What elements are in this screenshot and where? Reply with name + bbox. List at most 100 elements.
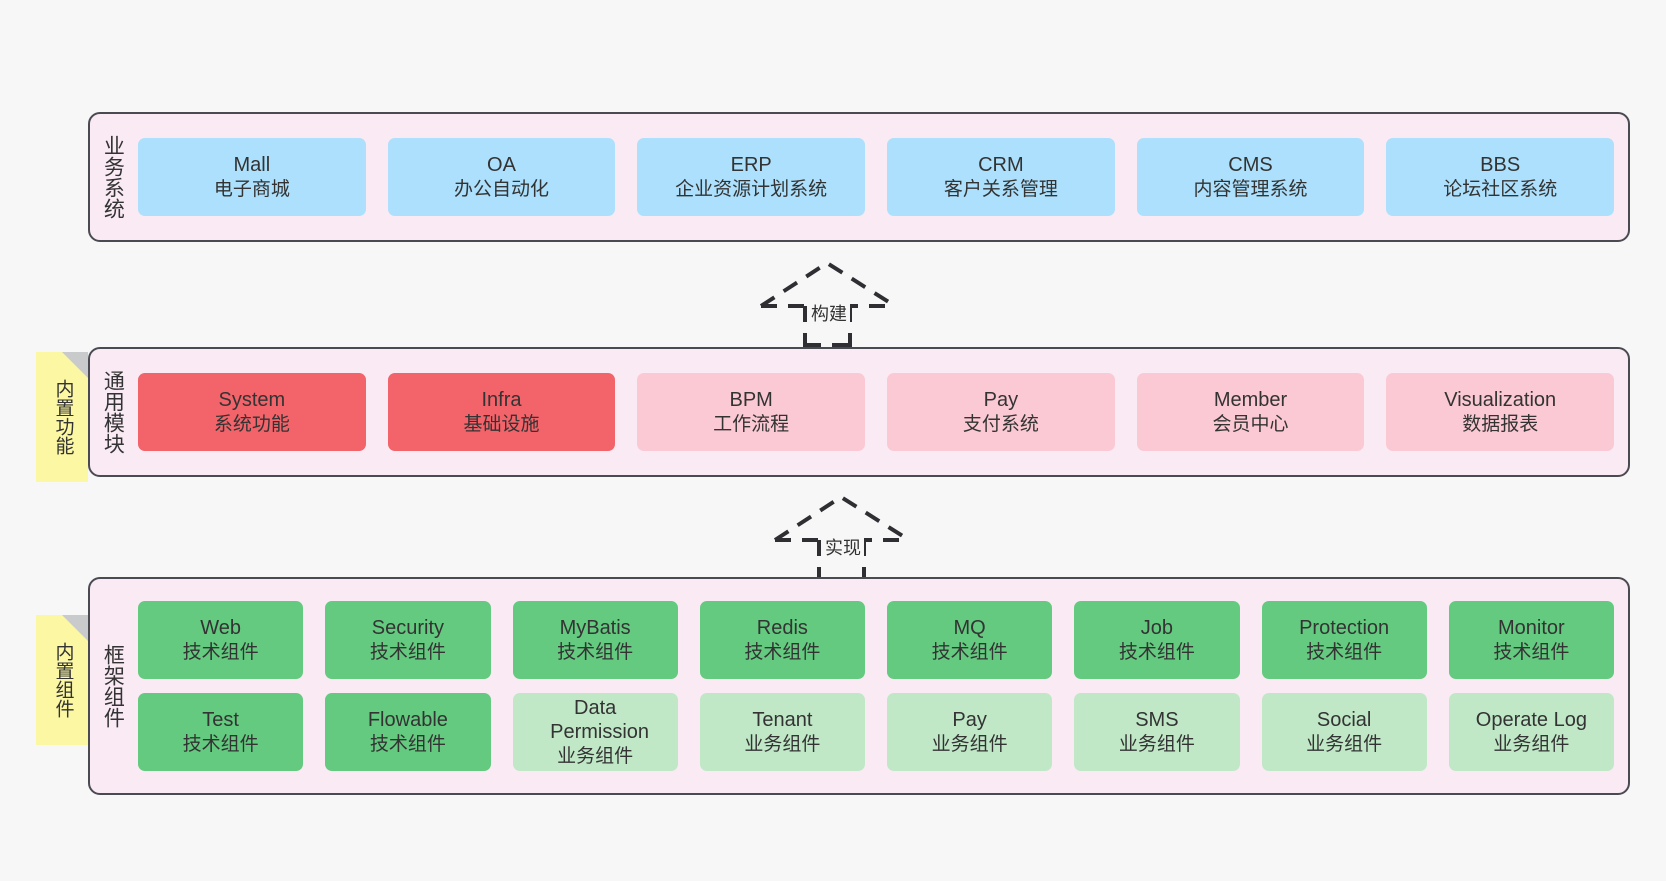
node-job[interactable]: Job 技术组件 [1074,601,1240,679]
node-mq[interactable]: MQ 技术组件 [887,601,1053,679]
node-sms[interactable]: SMS 业务组件 [1074,693,1240,771]
node-label-cn: 基础设施 [463,413,540,435]
sticky-note-builtin-function: 内置功能 [36,352,88,482]
node-web[interactable]: Web 技术组件 [138,601,304,679]
node-tenant[interactable]: Tenant 业务组件 [699,693,865,771]
node-label-cn: 技术组件 [182,641,259,663]
layer-body-business-system: Mall 电子商城 OA 办公自动化 ERP 企业资源计划系统 CRM 客户关系… [134,114,1628,240]
node-label-en: Security [371,617,444,640]
node-label-en: Data Permission [550,697,650,744]
sticky-note-label: 内置功能 [52,379,74,455]
node-label-cn: 数据报表 [1462,413,1539,435]
node-label-en: Tenant [752,709,813,732]
layer-title-framework-component: 框架组件 [101,644,125,728]
node-label-en: SMS [1135,709,1179,732]
node-crm[interactable]: CRM 客户关系管理 [887,138,1115,216]
node-member[interactable]: Member 会员中心 [1136,373,1365,451]
node-label-cn: 办公自动化 [454,178,550,200]
node-test[interactable]: Test 技术组件 [138,693,304,771]
node-label-cn: 业务组件 [1493,733,1570,755]
node-label-cn: 内容管理系统 [1193,178,1308,200]
node-label-en: Operate Log [1475,709,1587,732]
connector-label-build: 构建 [808,300,850,326]
node-label-en: Job [1140,617,1173,640]
node-label-cn: 支付系统 [962,413,1039,435]
node-row: Mall 电子商城 OA 办公自动化 ERP 企业资源计划系统 CRM 客户关系… [138,138,1615,216]
node-label-cn: 业务组件 [1306,733,1383,755]
node-label-en: Web [200,617,241,640]
layer-body-framework-component: Web 技术组件 Security 技术组件 MyBatis 技术组件 Redi… [134,579,1628,793]
node-label-en: Mall [233,154,271,177]
layer-common-module: 通用模块 System 系统功能 Infra 基础设施 BPM 工作流程 Pay… [88,347,1630,477]
node-oa[interactable]: OA 办公自动化 [387,138,616,216]
sticky-fold-corner-icon [62,615,88,641]
node-label-en: ERP [730,154,772,177]
connector-label-implement: 实现 [822,534,864,560]
node-bpm[interactable]: BPM 工作流程 [637,373,866,451]
connector-implement: 实现 [771,492,915,582]
layer-business-system: 业务系统 Mall 电子商城 OA 办公自动化 ERP 企业资源计划系统 CRM… [88,112,1630,242]
generalization-arrow-icon [759,260,897,348]
node-label-en: Infra [481,389,522,412]
sticky-note-label: 内置组件 [52,642,74,718]
node-label-cn: 客户关系管理 [943,178,1058,200]
node-label-en: MQ [953,617,986,640]
node-label-en: CRM [978,154,1024,177]
node-label-cn: 技术组件 [1493,641,1570,663]
node-infra[interactable]: Infra 基础设施 [387,373,616,451]
node-mybatis[interactable]: MyBatis 技术组件 [512,601,678,679]
node-system[interactable]: System 系统功能 [138,373,366,451]
node-pay-module[interactable]: Pay 支付系统 [887,373,1115,451]
node-label-en: Protection [1299,617,1390,640]
node-label-en: Redis [756,617,808,640]
node-mall[interactable]: Mall 电子商城 [138,138,366,216]
sticky-fold-corner-icon [62,352,88,378]
node-monitor[interactable]: Monitor 技术组件 [1448,601,1614,679]
node-data-permission[interactable]: Data Permission 业务组件 [512,693,678,771]
node-flowable[interactable]: Flowable 技术组件 [325,693,491,771]
node-label-cn: 技术组件 [369,641,446,663]
node-label-cn: 技术组件 [182,733,259,755]
node-label-en: Visualization [1444,389,1557,412]
node-label-en: Pay [952,709,987,732]
node-row: Test 技术组件 Flowable 技术组件 Data Permission … [138,693,1614,771]
node-label-cn: 技术组件 [369,733,446,755]
node-label-cn: 论坛社区系统 [1443,178,1558,200]
node-label-cn: 业务组件 [1118,733,1195,755]
sticky-note-builtin-component: 内置组件 [36,615,88,745]
node-security[interactable]: Security 技术组件 [325,601,491,679]
node-bbs[interactable]: BBS 论坛社区系统 [1386,138,1615,216]
node-label-en: Member [1213,389,1288,412]
generalization-arrow-icon [773,494,911,582]
node-pay-component[interactable]: Pay 业务组件 [887,693,1053,771]
node-social[interactable]: Social 业务组件 [1261,693,1427,771]
node-label-cn: 系统功能 [213,413,290,435]
node-label-en: Pay [983,389,1019,412]
layer-body-common-module: System 系统功能 Infra 基础设施 BPM 工作流程 Pay 支付系统… [134,349,1628,475]
node-row: System 系统功能 Infra 基础设施 BPM 工作流程 Pay 支付系统… [138,373,1615,451]
node-label-en: BPM [729,389,773,412]
connector-build: 构建 [757,258,901,348]
node-label-en: OA [487,154,516,177]
node-visualization[interactable]: Visualization 数据报表 [1386,373,1615,451]
node-label-cn: 技术组件 [1118,641,1195,663]
node-label-cn: 电子商城 [213,178,290,200]
node-label-cn: 技术组件 [744,641,821,663]
node-label-cn: 业务组件 [931,733,1008,755]
node-label-cn: 技术组件 [1306,641,1383,663]
node-label-en: Flowable [367,709,448,732]
node-label-cn: 业务组件 [744,733,821,755]
node-erp[interactable]: ERP 企业资源计划系统 [637,138,866,216]
node-label-en: BBS [1480,154,1521,177]
node-cms[interactable]: CMS 内容管理系统 [1136,138,1365,216]
node-label-en: CMS [1228,154,1273,177]
node-operate-log[interactable]: Operate Log 业务组件 [1448,693,1614,771]
node-label-cn: 企业资源计划系统 [675,178,828,200]
node-label-en: MyBatis [559,617,631,640]
node-label-en: Social [1316,709,1372,732]
node-redis[interactable]: Redis 技术组件 [699,601,865,679]
node-protection[interactable]: Protection 技术组件 [1261,601,1427,679]
node-label-cn: 技术组件 [557,641,634,663]
node-label-cn: 工作流程 [713,413,790,435]
